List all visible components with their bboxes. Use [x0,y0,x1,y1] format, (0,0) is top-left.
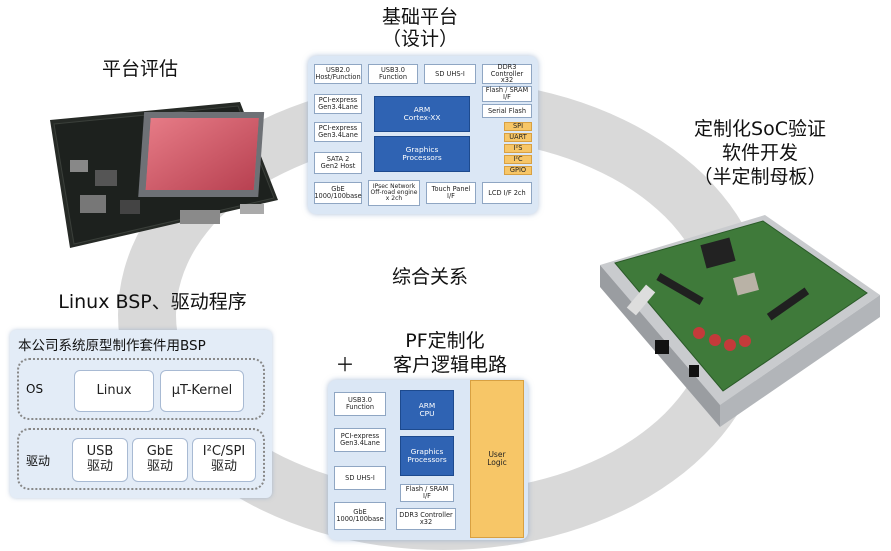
os-item-ut-kernel: μT-Kernel [160,370,244,412]
i2c-io: I²C [504,155,532,164]
uart-io: UART [504,133,532,142]
os-item-linux: Linux [74,370,154,412]
flash-sram-block: Flash / SRAM I/F [482,86,532,102]
usb2-block: USB2.0 Host/Function [314,64,362,84]
i2s-io: I²S [504,144,532,153]
custom-soc-label: 定制化SoC验证 软件开发 （半定制母板） [693,118,827,188]
pcie-block-2: PCI-express Gen3.4Lane [314,122,362,142]
gpio-io: GPIO [504,166,532,175]
evaluation-board-image [50,102,278,248]
driver-item-usb: USB 驱动 [72,438,128,482]
flash-sram-block-b: Flash / SRAM I/F [400,484,454,502]
gbe-block-b: GbE 1000/100base [334,502,386,530]
bsp-panel: 本公司系统原型制作套件用BSP OS Linux μT-Kernel 驱动 US… [10,330,272,498]
gbe-block: GbE 1000/100base [314,182,362,204]
driver-group [17,428,265,490]
base-platform-label: 基础平台 （设计） [381,6,458,51]
os-group [17,358,265,420]
sata-block: SATA 2 Gen2 Host [314,152,362,174]
serial-flash-block: Serial Flash [482,104,532,118]
pcie-block-b: PCI-express Gen3.4Lane [334,428,386,452]
touch-panel-block: Touch Panel I/F [426,182,476,204]
ipsec-block: IPsec Network Off-road engine x 2ch [368,180,420,206]
base-platform-chip: USB2.0 Host/Function USB3.0 Function SD … [308,56,538,214]
arm-cortex-block: ARM Cortex-XX [374,96,470,132]
pf-custom-label: PF定制化 [405,330,485,352]
driver-item-gbe: GbE 驱动 [132,438,188,482]
customer-logic-label: 客户逻辑电路 [392,354,507,376]
driver-label: 驱动 [26,454,51,468]
custom-motherboard-image [600,215,880,427]
bsp-title: 本公司系统原型制作套件用BSP [18,338,206,354]
arm-cpu-block: ARM CPU [400,390,454,430]
spi-io: SPI [504,122,532,131]
integration-label: 综合关系 [391,266,468,288]
sd-block-b: SD UHS-I [334,466,386,490]
usb3-block: USB3.0 Function [368,64,418,84]
pcie-block-1: PCI-express Gen3.4Lane [314,94,362,114]
sd-block: SD UHS-I [424,64,476,84]
lcd-block: LCD I/F 2ch [482,182,532,204]
plus-sign: ＋ [335,354,355,376]
graphics-block: Graphics Processors [374,136,470,172]
pf-custom-chip: USB3.0 Function ARM CPU PCI-express Gen3… [328,380,528,540]
user-logic-block: User Logic [470,380,524,538]
ddr3-block: DDR3 Controller x32 [482,63,532,84]
platform-eval-label: 平台评估 [101,58,178,80]
driver-item-i2c-spi: I²C/SPI 驱动 [192,438,256,482]
graphics-block-b: Graphics Processors [400,436,454,476]
ddr3-block-b: DDR3 Controller x32 [396,508,456,530]
os-label: OS [26,382,44,396]
linux-bsp-label: Linux BSP、驱动程序 [58,291,247,313]
usb3-block-b: USB3.0 Function [334,392,386,416]
